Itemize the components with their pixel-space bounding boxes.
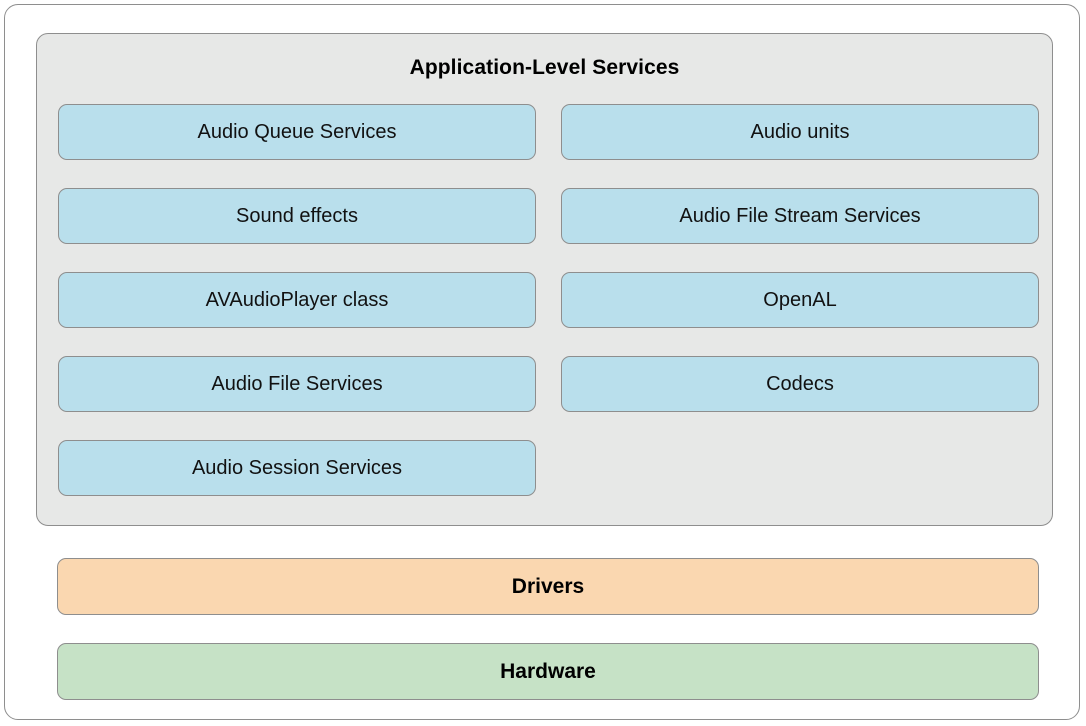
service-box-codecs[interactable]: Codecs <box>561 356 1039 412</box>
application-level-services-title: Application-Level Services <box>409 56 680 79</box>
service-box-audio-queue-services[interactable]: Audio Queue Services <box>58 104 536 160</box>
service-box-audio-session-services[interactable]: Audio Session Services <box>58 440 536 496</box>
service-box-avaudioplayer-class[interactable]: AVAudioPlayer class <box>58 272 536 328</box>
service-box-label: Audio File Services <box>211 373 383 395</box>
service-column-left: Audio Queue Services Sound effects AVAud… <box>58 104 536 524</box>
service-box-label: OpenAL <box>763 289 837 311</box>
application-level-services-panel: Application-Level Services Audio Queue S… <box>36 33 1053 526</box>
service-column-right: Audio units Audio File Stream Services O… <box>561 104 1039 440</box>
layer-bar-hardware[interactable]: Hardware <box>57 643 1039 700</box>
diagram-frame: Application-Level Services Audio Queue S… <box>4 4 1080 720</box>
service-box-label: Audio Session Services <box>191 457 403 479</box>
layer-bar-label: Drivers <box>511 575 585 598</box>
service-box-audio-units[interactable]: Audio units <box>561 104 1039 160</box>
service-box-label: Codecs <box>766 373 834 395</box>
service-box-label: Audio File Stream Services <box>679 205 921 227</box>
service-box-sound-effects[interactable]: Sound effects <box>58 188 536 244</box>
layer-bar-label: Hardware <box>500 660 596 683</box>
service-box-label: Audio Queue Services <box>197 121 397 143</box>
service-box-audio-file-stream-services[interactable]: Audio File Stream Services <box>561 188 1039 244</box>
service-box-audio-file-services[interactable]: Audio File Services <box>58 356 536 412</box>
layer-bar-drivers[interactable]: Drivers <box>57 558 1039 615</box>
service-box-label: Audio units <box>750 121 850 143</box>
service-box-label: AVAudioPlayer class <box>205 289 389 311</box>
service-box-label: Sound effects <box>236 205 358 227</box>
service-box-openal[interactable]: OpenAL <box>561 272 1039 328</box>
